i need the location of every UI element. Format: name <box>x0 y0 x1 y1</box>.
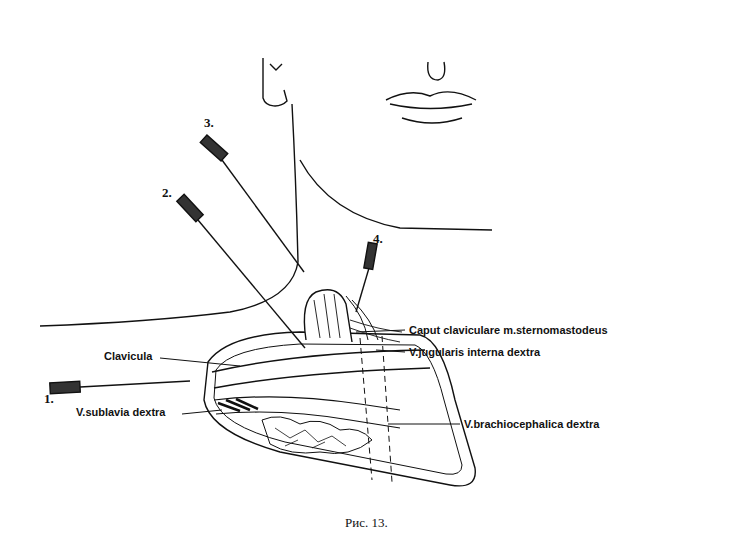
nose-outline <box>428 62 445 80</box>
jaw-line <box>300 160 492 230</box>
lung-texture <box>262 417 372 454</box>
callout-number: 3. <box>204 116 214 130</box>
inner-window <box>214 344 462 474</box>
clavicle-upper <box>212 350 425 372</box>
subclavian-upper <box>214 397 400 410</box>
figure-caption: Рис. 13. <box>345 516 388 530</box>
muscle-head <box>304 290 352 342</box>
part-label: Caput claviculare m.sternomastodeus <box>409 324 608 336</box>
upper-lip <box>386 92 476 100</box>
needle-3 <box>200 135 304 272</box>
jugular-vein <box>346 296 378 340</box>
vein-course-dashed <box>360 336 392 482</box>
callout-number: 1. <box>44 392 54 406</box>
needle-4 <box>356 242 377 312</box>
needle-2 <box>177 194 305 348</box>
part-label: V.jugularis interna dextra <box>409 346 540 358</box>
muscle-fibers <box>314 294 402 342</box>
ear-outline <box>263 58 287 106</box>
part-label: V.brachiocephalica dextra <box>464 418 599 430</box>
lower-lip <box>402 118 462 123</box>
ear-detail <box>270 64 282 70</box>
needle-1 <box>50 381 190 394</box>
lung-texture-detail <box>275 428 346 448</box>
vein-shading <box>218 399 258 411</box>
leader-lines <box>160 330 460 424</box>
part-label: V.sublavia dextra <box>76 406 165 418</box>
mouth-line <box>390 104 472 109</box>
part-label: Clavicula <box>104 350 152 362</box>
clavicle-lower <box>214 368 430 388</box>
callout-number: 2. <box>162 186 172 200</box>
subclavian-lower <box>216 412 400 428</box>
callout-number: 4. <box>373 232 383 246</box>
